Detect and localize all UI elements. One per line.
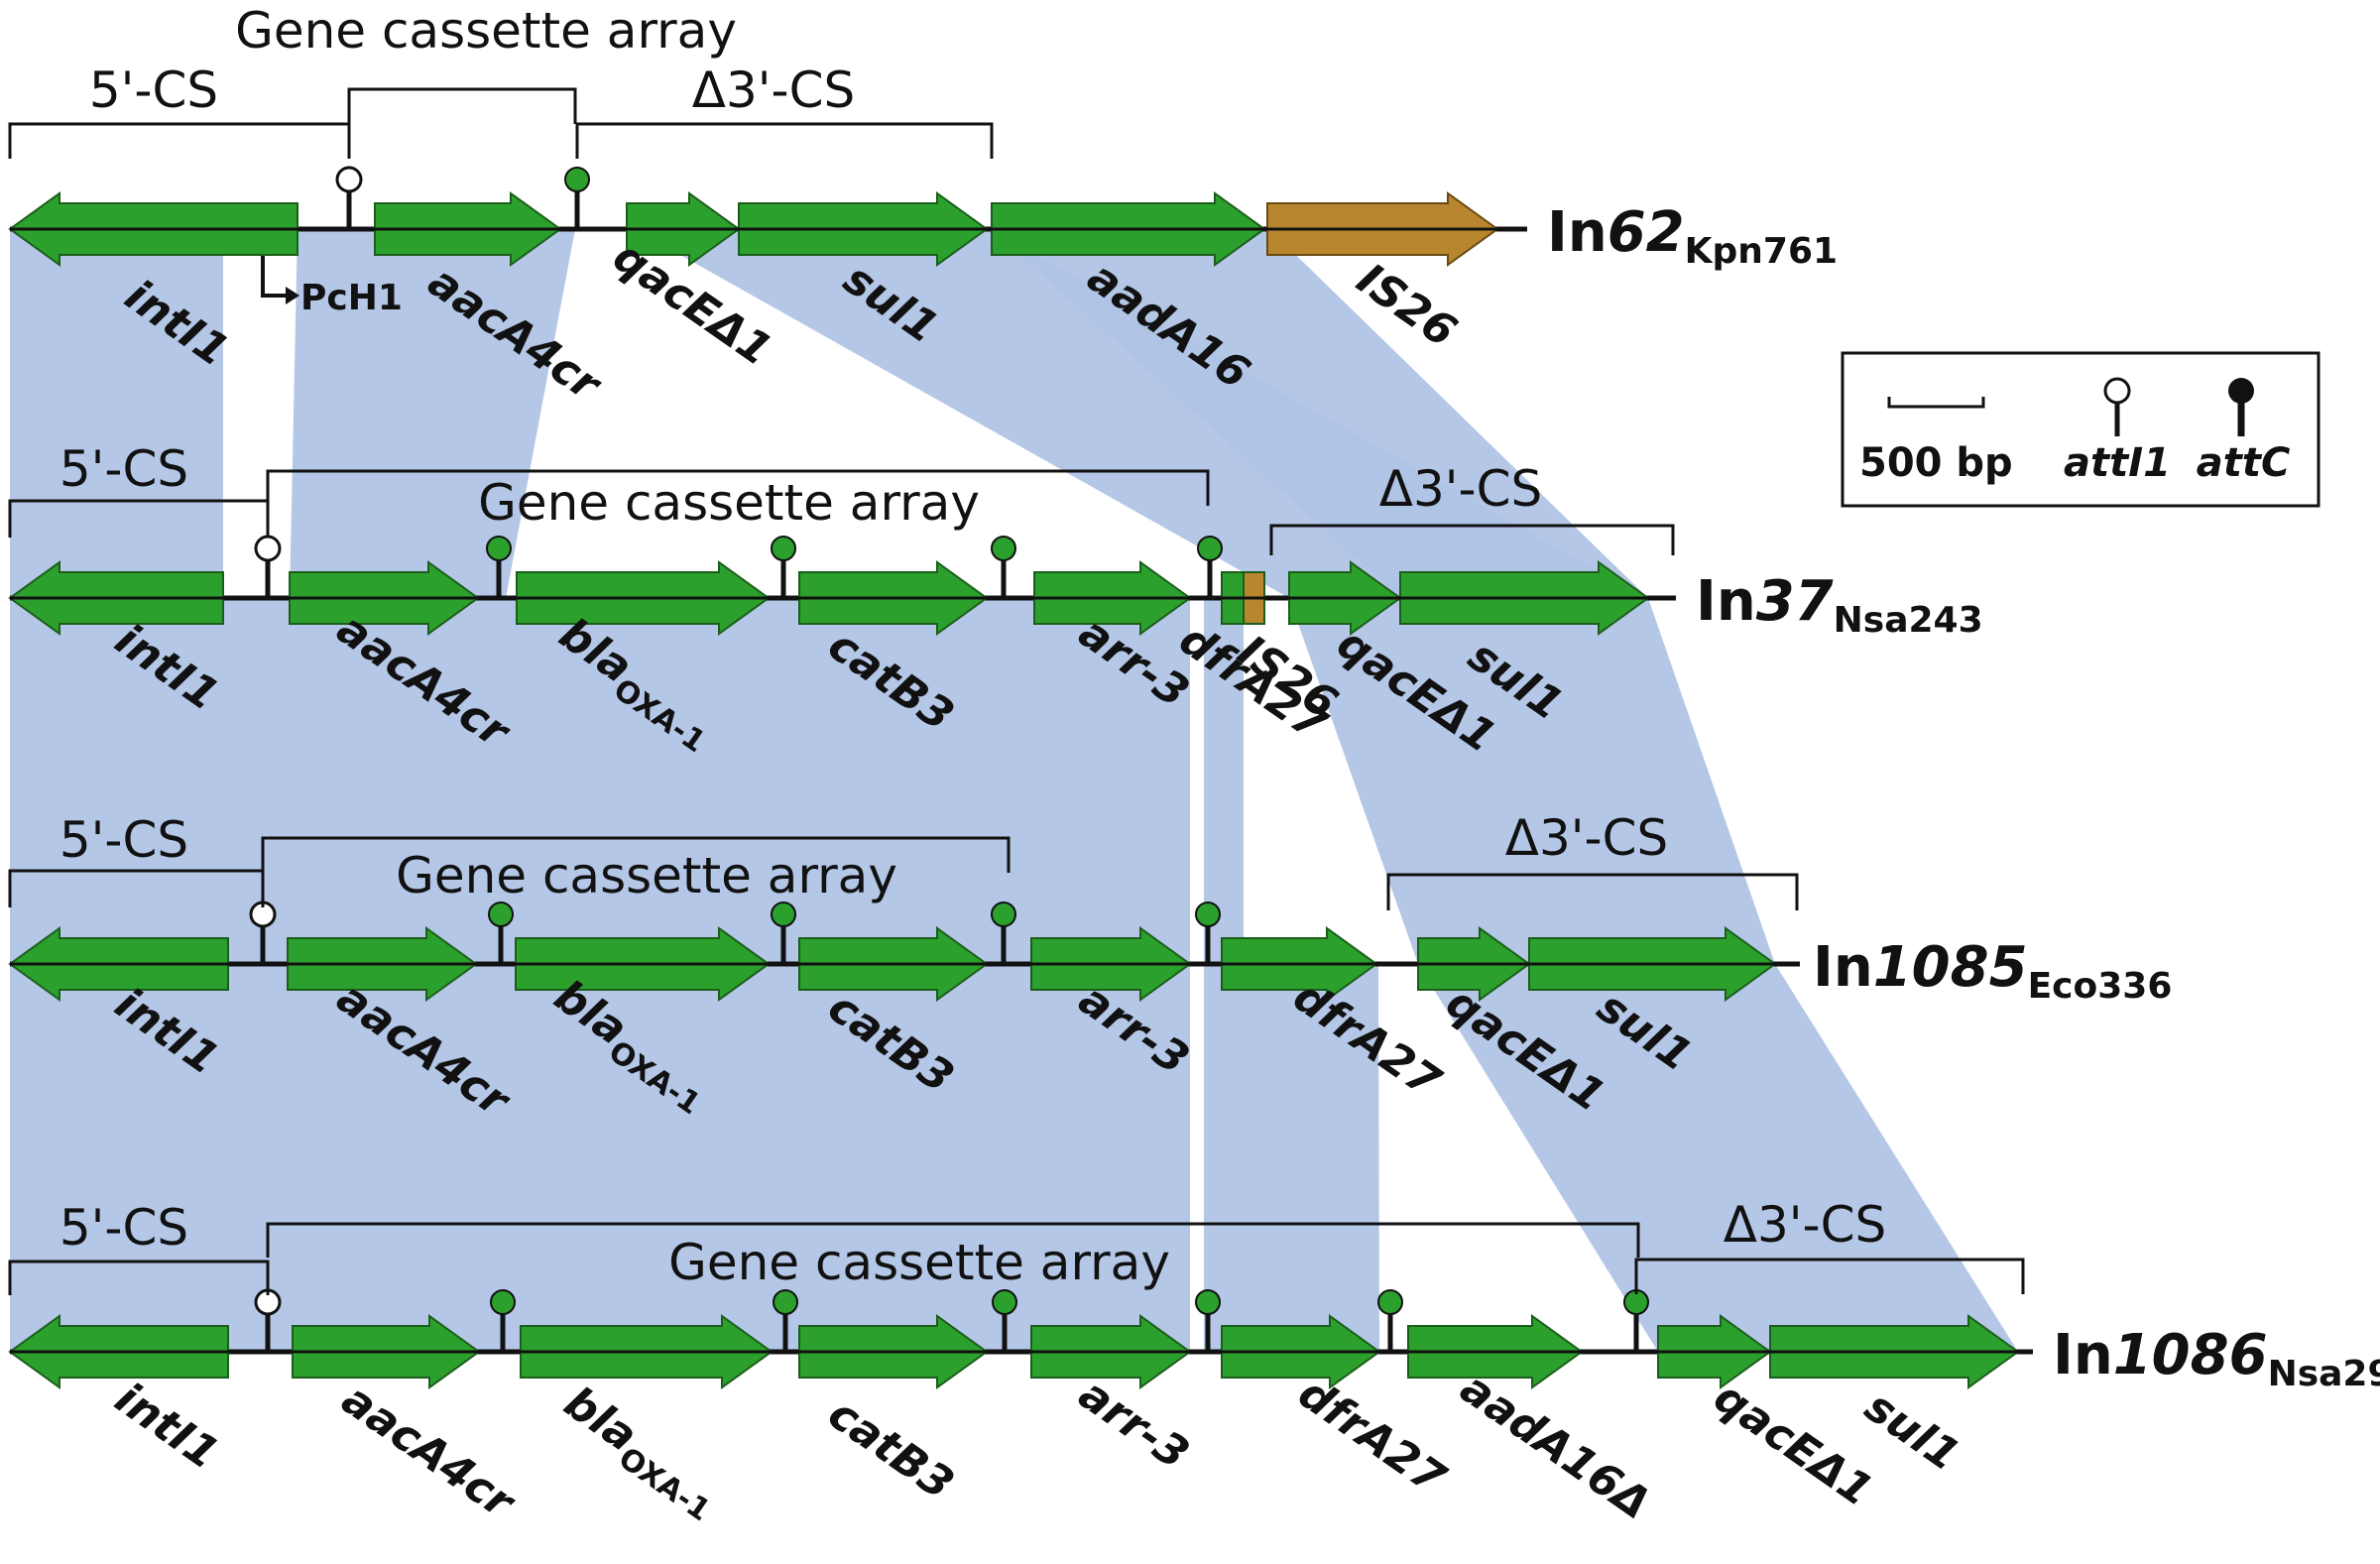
gene-label: qacEΔ1 — [1705, 1372, 1881, 1516]
promoter-arrow-icon — [261, 256, 288, 298]
attc-icon — [773, 1289, 798, 1315]
segment-bracket — [8, 499, 270, 538]
segment-bracket — [261, 836, 1011, 873]
promoter-arrowhead-icon — [286, 287, 299, 304]
homology-ribbon — [1204, 964, 1379, 1352]
homology-ribbon — [10, 964, 1190, 1352]
attc-icon — [486, 536, 512, 561]
homology-ribbon — [10, 229, 223, 598]
gene-label: intI1 — [106, 1373, 228, 1479]
segment-bracket — [266, 1222, 1640, 1258]
segment-label: 5'-CS — [89, 61, 218, 119]
segment-label: 5'-CS — [60, 440, 188, 498]
attc-legend-icon — [2228, 378, 2254, 404]
homology-ribbon — [10, 598, 1190, 964]
homology-ribbon — [1418, 964, 2018, 1352]
atti1-icon — [335, 166, 363, 193]
gene-label: arr-3 — [1070, 1369, 1198, 1480]
integron-name: In1085Eco336 — [1813, 935, 2172, 1007]
gene-label: sul1 — [1855, 1382, 1968, 1482]
promoter-pch1: PcH1 — [261, 256, 403, 318]
attc-icon — [564, 167, 590, 192]
homology-ribbon — [1204, 598, 1244, 964]
homology-ribbon — [992, 229, 1648, 598]
segment-label: Δ3'-CS — [1379, 460, 1542, 518]
atti1-icon — [254, 535, 282, 562]
segment-label: Gene cassette array — [235, 2, 737, 60]
attc-icon — [771, 536, 796, 561]
homology-ribbon — [1289, 598, 1775, 964]
integron-name: In62Kpn761 — [1547, 200, 1838, 272]
scale-label: 500 bp — [1859, 440, 2013, 486]
segment-bracket — [1634, 1258, 2025, 1294]
segment-bracket — [347, 87, 577, 124]
gene-label: blaOXA-1 — [550, 1378, 731, 1529]
segment-bracket — [1269, 524, 1675, 555]
gene-label: catB3 — [819, 1388, 963, 1510]
segment-bracket — [8, 869, 265, 907]
segment-bracket — [8, 122, 351, 159]
segment-label: Δ3'-CS — [692, 61, 855, 119]
homology-ribbon — [290, 229, 575, 598]
attc-icon — [991, 536, 1016, 561]
gene-label: aacA4cr — [333, 1374, 525, 1529]
attc-icon — [490, 1289, 516, 1315]
legend: 500 bp attI1 attC — [1841, 351, 2320, 508]
integron-name: In37Nsa243 — [1696, 569, 1983, 641]
attc-icon — [1195, 902, 1221, 927]
segment-label: Δ3'-CS — [1505, 809, 1668, 867]
segment-label: Gene cassette array — [478, 474, 980, 532]
attc-icon — [992, 1289, 1017, 1315]
segment-bracket — [575, 122, 994, 159]
segment-label: 5'-CS — [60, 811, 188, 869]
attc-icon — [488, 902, 514, 927]
scale-bar — [1887, 397, 1985, 409]
attc-icon — [1377, 1289, 1403, 1315]
atti1-legend-label: attI1 — [2064, 440, 2171, 486]
segment-label: 5'-CS — [60, 1199, 188, 1257]
gene-label: aadA16Δ — [1451, 1363, 1659, 1529]
segment-label: Δ3'-CS — [1724, 1196, 1886, 1254]
attc-legend-label: attC — [2197, 440, 2291, 486]
segment-bracket — [8, 1260, 270, 1295]
atti1-legend-icon — [2103, 377, 2131, 405]
promoter-label: PcH1 — [300, 278, 403, 318]
gene-label: dfrA27 — [1289, 1368, 1455, 1504]
segment-bracket — [1386, 873, 1799, 910]
attc-icon — [1195, 1289, 1221, 1315]
homology-regions — [10, 229, 2018, 1352]
segment-bracket — [266, 469, 1210, 506]
attc-icon — [991, 902, 1016, 927]
integron-name: In1086Nsa292 — [2053, 1323, 2380, 1394]
segment-label: Gene cassette array — [668, 1234, 1170, 1291]
segment-label: Gene cassette array — [396, 847, 897, 904]
attc-icon — [1197, 536, 1223, 561]
attc-icon — [771, 902, 796, 927]
